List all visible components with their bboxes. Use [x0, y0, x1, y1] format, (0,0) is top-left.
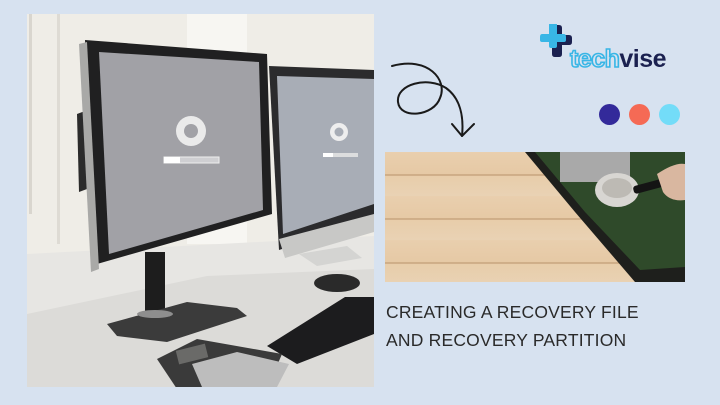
dot-light-cyan [659, 104, 680, 125]
curly-arrow-icon [391, 62, 475, 137]
monitors-photo [27, 14, 374, 387]
headline: CREATING A RECOVERY FILE AND RECOVERY PA… [386, 298, 639, 354]
headline-line-2: AND RECOVERY PARTITION [386, 330, 627, 350]
brand-name-part2: vise [619, 45, 667, 73]
plus-cross-logo-icon [540, 24, 572, 57]
brand-name-part1: tech [569, 45, 621, 73]
brand-name: techvise [569, 45, 667, 73]
monitors-illustration [27, 14, 374, 387]
color-dots [599, 104, 680, 125]
dot-coral [629, 104, 650, 125]
gear-icon [176, 116, 206, 146]
headline-line-1: CREATING A RECOVERY FILE [386, 302, 639, 322]
techvise-logo: techvise [538, 24, 688, 74]
dot-indigo [599, 104, 620, 125]
gear-icon-small [330, 123, 348, 141]
hard-drive-photo [385, 152, 685, 282]
hard-drive-illustration [525, 152, 685, 282]
